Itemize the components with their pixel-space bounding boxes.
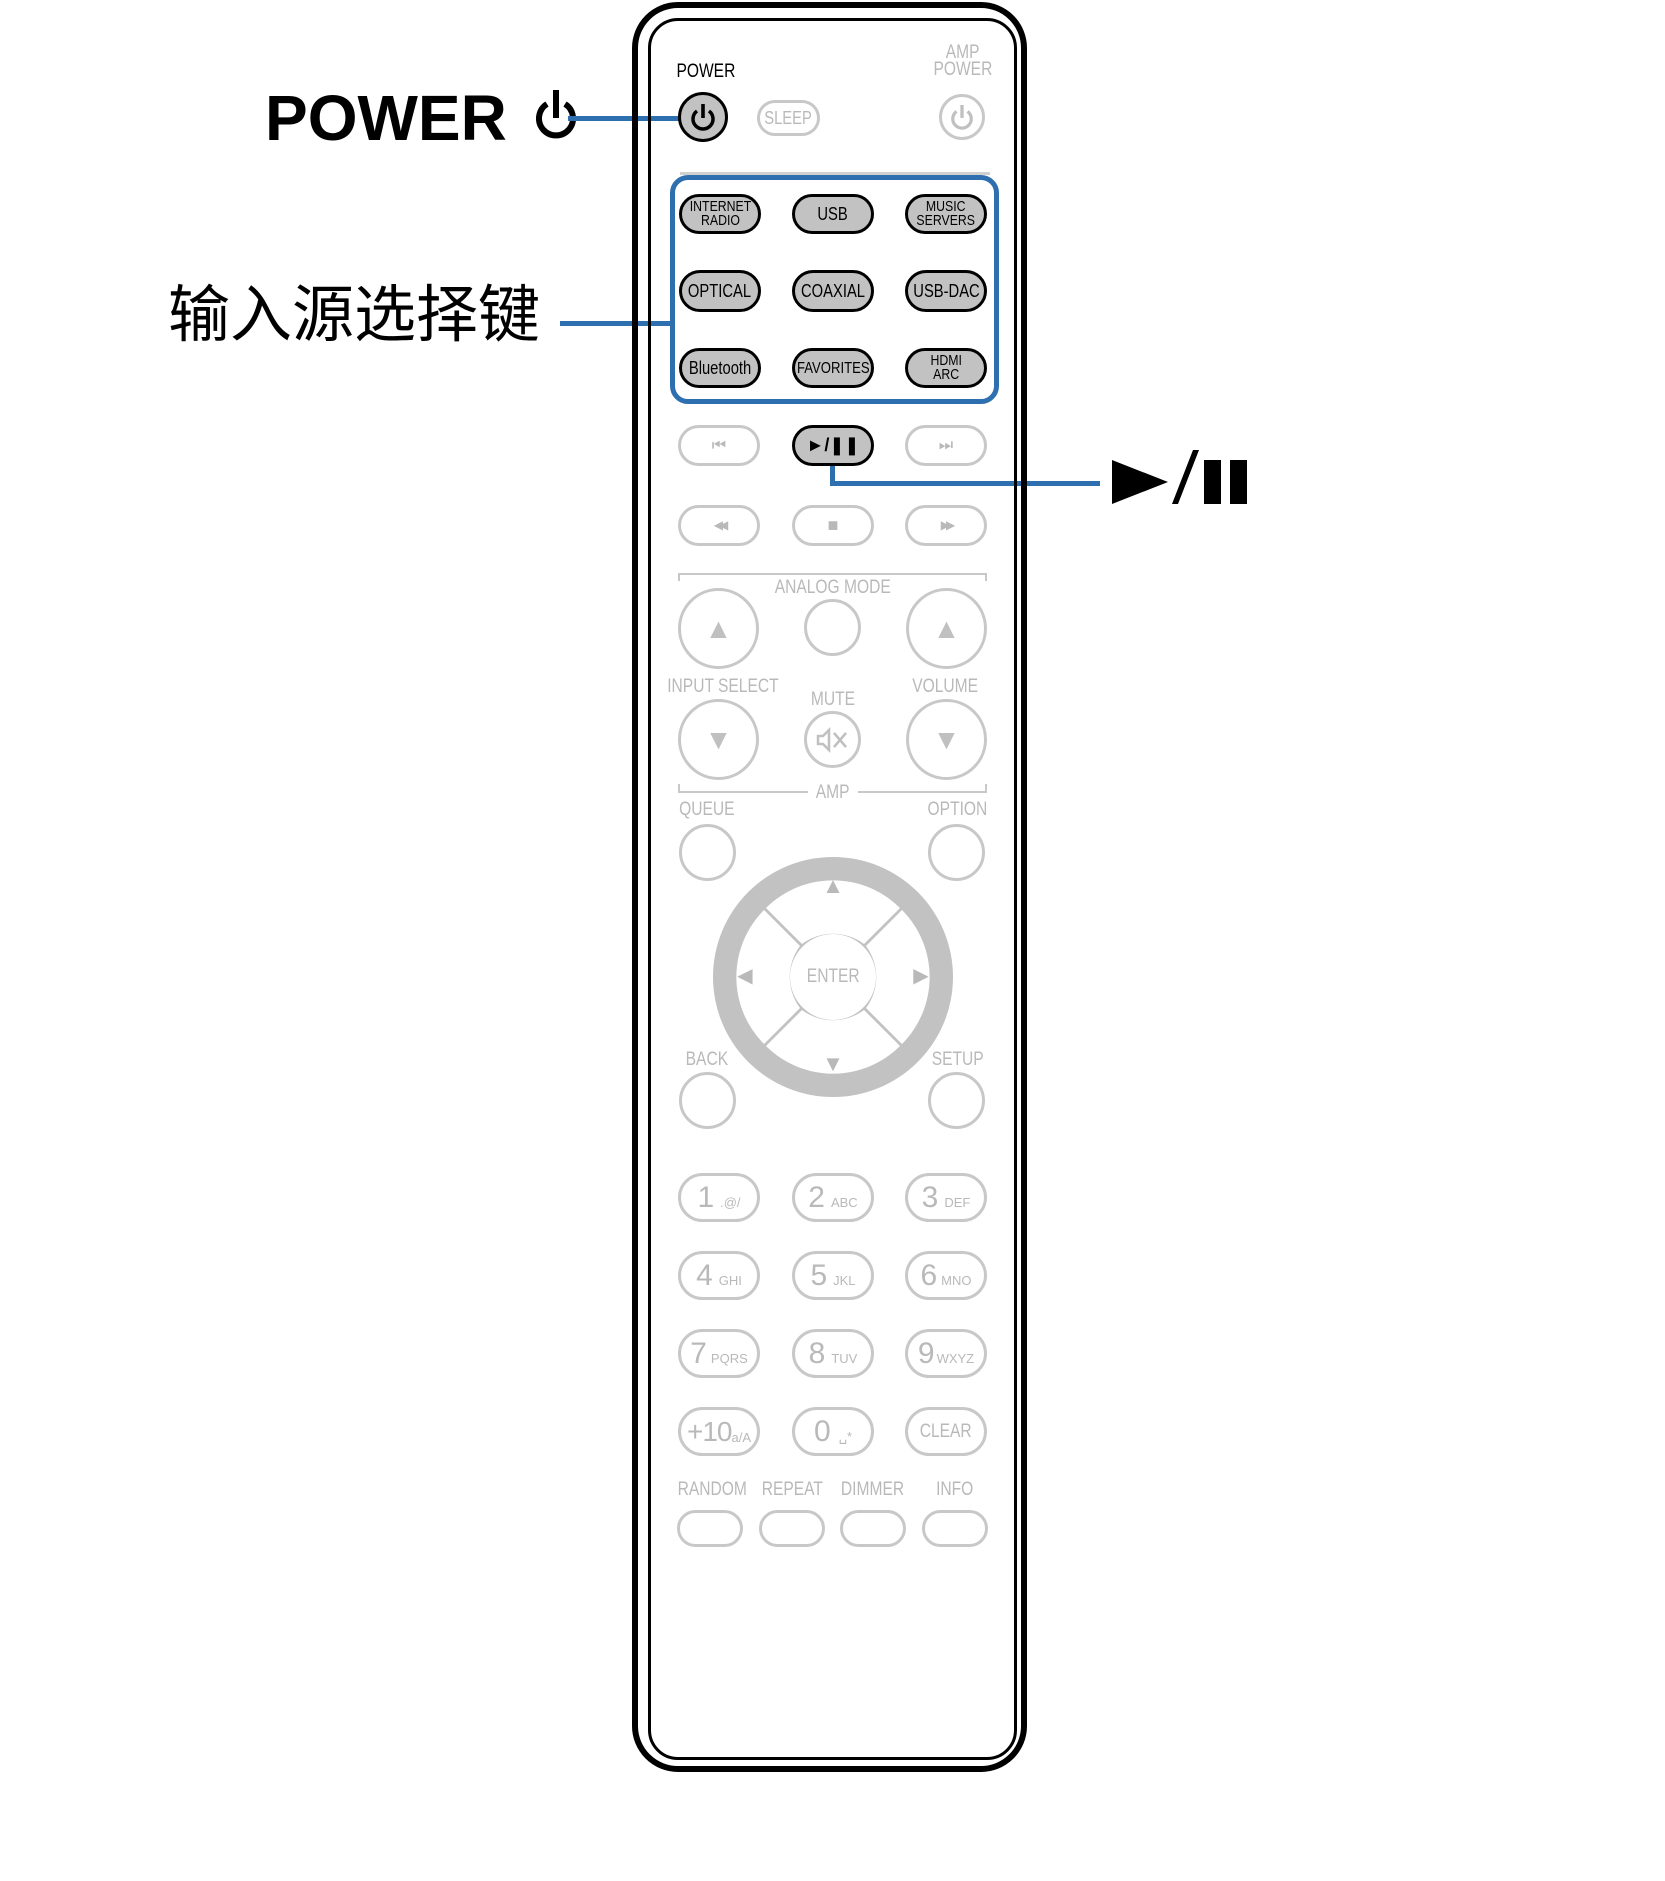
info-label: INFO (936, 1479, 974, 1500)
down-arrow-icon: ▼ (932, 723, 961, 755)
skip-forward-button[interactable]: ⏭ (905, 425, 987, 466)
callout-play-pause (1112, 450, 1257, 506)
mute-label: MUTE (810, 689, 855, 710)
dimmer-label: DIMMER (841, 1479, 905, 1500)
repeat-label: REPEAT (761, 1479, 823, 1500)
dpad-down-icon: ▼ (822, 1051, 844, 1076)
rewind-button[interactable]: ◀◀ (678, 505, 760, 546)
back-button[interactable] (679, 1072, 736, 1129)
source-usb-button[interactable]: USB (792, 194, 874, 234)
analog-mode-label: ANALOG MODE (760, 578, 905, 597)
stop-button[interactable]: ■ (792, 505, 874, 546)
dpad-down-button[interactable] (766, 1010, 900, 1074)
mute-icon (816, 726, 847, 753)
amp-label: AMP (808, 783, 858, 802)
source-select-highlight (670, 175, 999, 404)
input-select-up-button[interactable]: ▲ (678, 588, 759, 669)
num-0-button[interactable]: 0␣* (792, 1407, 874, 1456)
play-pause-icon (1112, 450, 1247, 504)
sleep-button[interactable]: SLEEP (757, 100, 820, 136)
skip-forward-icon: ⏭ (938, 437, 954, 454)
volume-down-button[interactable]: ▼ (906, 699, 987, 780)
dpad-left-button[interactable] (736, 910, 800, 1044)
remote-inner-panel (648, 18, 1017, 1760)
source-favorites-button[interactable]: FAVORITES (792, 348, 874, 388)
fast-forward-button[interactable]: ▶▶ (905, 505, 987, 546)
callout-play-line (830, 481, 1100, 486)
mute-button[interactable] (804, 711, 861, 768)
amp-power-label: AMP POWER (933, 42, 992, 80)
queue-button[interactable] (679, 824, 736, 881)
power-icon (691, 104, 715, 131)
source-usb-dac-button[interactable]: USB-DAC (905, 270, 987, 312)
dpad-right-icon: ▶ (913, 965, 929, 987)
enter-label: ENTER (806, 966, 860, 987)
dpad-left-icon: ◀ (737, 965, 753, 987)
analog-mode-bracket (678, 573, 987, 581)
enter-button[interactable] (790, 934, 876, 1020)
volume-label: VOLUME (912, 676, 978, 697)
repeat-button[interactable] (759, 1510, 825, 1547)
callout-power-line (568, 116, 680, 121)
power-icon (535, 90, 576, 139)
source-coaxial-button[interactable]: COAXIAL (792, 270, 874, 312)
power-label: POWER (676, 61, 736, 82)
dpad (711, 855, 955, 1099)
play-pause-button[interactable]: ►/❚❚ (792, 425, 874, 466)
random-button[interactable] (677, 1510, 743, 1547)
rewind-icon: ◀◀ (713, 518, 729, 532)
skip-back-button[interactable]: ⏮ (678, 425, 760, 466)
random-label: RANDOM (677, 1479, 747, 1500)
stop-icon: ■ (827, 515, 839, 535)
analog-mode-button[interactable] (804, 599, 861, 656)
queue-label: QUEUE (679, 799, 735, 820)
input-select-label: INPUT SELECT (667, 676, 779, 697)
skip-back-icon: ⏮ (711, 437, 727, 454)
down-arrow-icon: ▼ (704, 723, 733, 755)
dpad-up-button[interactable] (766, 880, 900, 944)
volume-up-button[interactable]: ▲ (906, 588, 987, 669)
input-select-down-button[interactable]: ▼ (678, 699, 759, 780)
option-label: OPTION (927, 799, 988, 820)
setup-label: SETUP (931, 1049, 984, 1070)
clear-button[interactable]: CLEAR (905, 1407, 987, 1456)
dimmer-button[interactable] (840, 1510, 906, 1547)
back-label: BACK (685, 1049, 729, 1070)
num-1-button[interactable]: 1.@/ (678, 1173, 760, 1222)
callout-input-source: 输入源选择键 (168, 278, 541, 351)
top-separator (680, 172, 990, 175)
power-icon (951, 105, 973, 130)
source-optical-button[interactable]: OPTICAL (679, 270, 761, 312)
setup-button[interactable] (928, 1072, 985, 1129)
amp-power-button[interactable] (939, 94, 985, 140)
fast-forward-icon: ▶▶ (940, 518, 956, 532)
callout-power-text: POWER (265, 82, 507, 154)
dpad-right-button[interactable] (866, 910, 930, 1044)
remote-outer-shell (632, 2, 1027, 1772)
up-arrow-icon: ▲ (704, 612, 733, 644)
play-pause-icon: ►/❚❚ (806, 435, 860, 455)
info-button[interactable] (922, 1510, 988, 1547)
callout-input-source-line (560, 321, 672, 326)
callout-play-line-vertical (830, 462, 835, 486)
dpad-up-icon: ▲ (822, 873, 844, 898)
option-button[interactable] (928, 824, 985, 881)
power-button[interactable] (678, 92, 728, 142)
source-bluetooth-button[interactable]: Bluetooth (679, 348, 761, 388)
up-arrow-icon: ▲ (932, 612, 961, 644)
callout-power: POWER (265, 86, 579, 150)
